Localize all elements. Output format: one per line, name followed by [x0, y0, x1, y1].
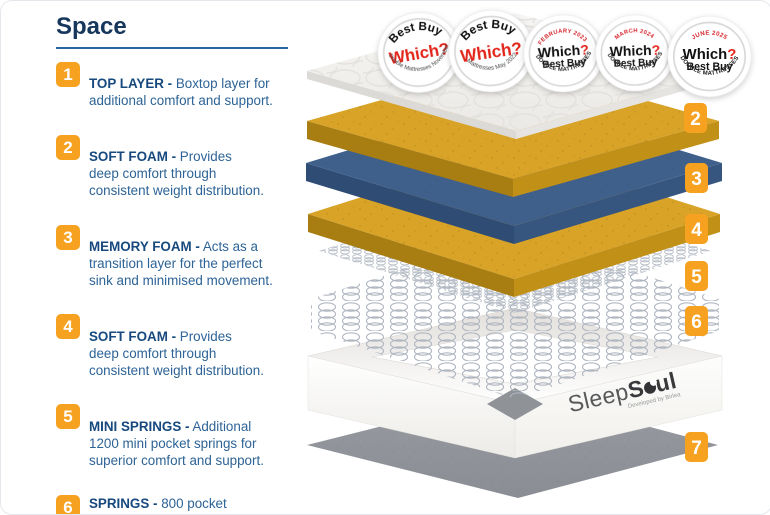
- number-badge-3: 3: [56, 224, 80, 250]
- svg-text:Best Buy: Best Buy: [687, 61, 733, 73]
- number-badge-5: 5: [56, 404, 80, 430]
- layer-legend: 1 TOP LAYER - Boxtop layer for additiona…: [56, 62, 298, 514]
- tag-3: 3: [685, 163, 708, 193]
- svg-text:Best Buy: Best Buy: [614, 57, 658, 70]
- legend-item-soft-foam-4: 4 SOFT FOAM - Provides deep comfort thro…: [56, 314, 298, 392]
- tag-7: 7: [685, 432, 708, 462]
- legend-text: TOP LAYER - Boxtop layer for additional …: [89, 76, 273, 109]
- svg-text:Which?: Which?: [537, 42, 589, 62]
- legend-text: MINI SPRINGS - Additional 1200 mini pock…: [89, 418, 264, 468]
- number-badge-6: 6: [56, 495, 80, 514]
- legend-item-springs: 6 SPRINGS - 800 pocket springs will conf…: [56, 495, 298, 514]
- page-title: Space: [56, 13, 127, 40]
- legend-text: SOFT FOAM - Provides deep comfort throug…: [89, 328, 264, 378]
- svg-text:4: 4: [691, 220, 702, 241]
- which-best-buy-badge-2021: Best Buy Which? Double Mattresses Novemb…: [370, 3, 467, 101]
- which-best-buy-badge-2022: Best Buy Which? Mattresses May 2022: [442, 2, 539, 99]
- svg-text:Best Buy: Best Buy: [542, 57, 587, 71]
- legend-text: SPRINGS - 800 pocket springs will confor…: [89, 496, 251, 514]
- legend-item-soft-foam-2: 2 SOFT FOAM - Provides deep comfort thro…: [56, 134, 298, 213]
- tag-5: 5: [685, 261, 708, 291]
- svg-text:7: 7: [691, 438, 702, 459]
- number-badge-1: 1: [56, 62, 80, 87]
- which-best-buy-badge-jun-2025: JUNE 2025 Which? Best Buy DOUBLE MATTRES…: [667, 14, 752, 99]
- svg-text:5: 5: [691, 267, 702, 288]
- which-best-buy-badge-mar-2024: MARCH 2024 Which? Best Buy DOUBLE MATTRE…: [594, 11, 677, 96]
- diagram-number-tags: 2 3 4 5 6 7: [684, 103, 708, 462]
- fabric-peek-through-hole: [487, 388, 543, 420]
- svg-text:2: 2: [690, 109, 701, 130]
- svg-text:Which?: Which?: [609, 42, 660, 60]
- tag-2: 2: [684, 103, 707, 133]
- mattress-exploded-diagram: 2 3 4 5 6 7: [306, 13, 725, 498]
- svg-text:3: 3: [691, 169, 702, 190]
- svg-text:6: 6: [691, 312, 702, 333]
- svg-text:JUNE 2025: JUNE 2025: [691, 29, 729, 41]
- tag-4: 4: [685, 214, 708, 244]
- which-best-buy-badge-feb-2023: FEBRUARY 2023 Which? Best Buy DOUBLE MAT…: [520, 9, 607, 97]
- legend-item-mini-springs: 5 MINI SPRINGS - Additional 1200 mini po…: [56, 404, 298, 482]
- tag-6: 6: [685, 306, 708, 336]
- number-badge-2: 2: [56, 134, 80, 160]
- legend-item-top-layer: 1 TOP LAYER - Boxtop layer for additiona…: [56, 62, 298, 123]
- legend-text: SOFT FOAM - Provides deep comfort throug…: [89, 149, 264, 199]
- svg-text:Which?: Which?: [683, 47, 737, 63]
- legend-item-memory-foam: 3 MEMORY FOAM - Acts as a transition lay…: [56, 224, 298, 303]
- legend-text: MEMORY FOAM - Acts as a transition layer…: [89, 238, 273, 288]
- number-badge-4: 4: [56, 314, 80, 340]
- title-underline: [56, 47, 288, 49]
